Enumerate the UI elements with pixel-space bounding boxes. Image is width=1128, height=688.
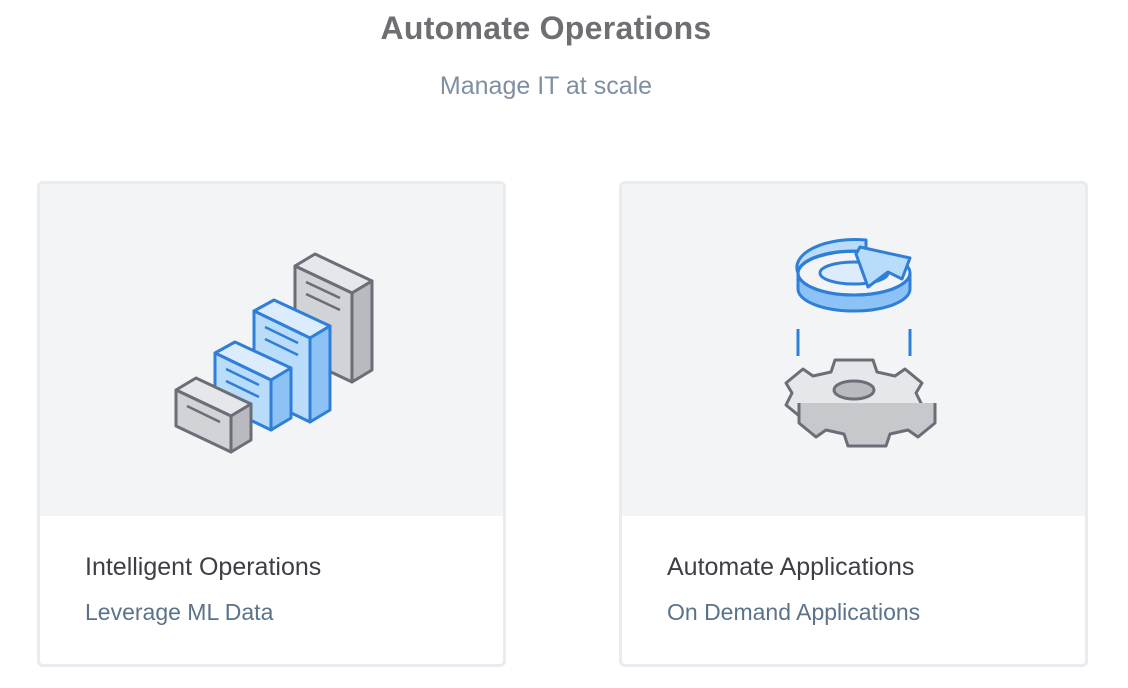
- card-title: Automate Applications: [667, 553, 915, 581]
- card-media: [622, 184, 1085, 516]
- card-title: Intelligent Operations: [85, 553, 322, 581]
- card-media: [40, 184, 503, 516]
- page-subtitle: Manage IT at scale: [439, 72, 653, 100]
- server-stack-icon: [174, 252, 374, 454]
- page-title: Automate Operations: [380, 10, 712, 46]
- card-automate-applications[interactable]: Automate Applications On Demand Applicat…: [619, 181, 1088, 667]
- card-subtitle: On Demand Applications: [667, 599, 921, 625]
- card-subtitle: Leverage ML Data: [85, 599, 274, 625]
- card-intelligent-operations[interactable]: Intelligent Operations Leverage ML Data: [37, 181, 506, 667]
- gear-refresh-icon: [784, 237, 937, 448]
